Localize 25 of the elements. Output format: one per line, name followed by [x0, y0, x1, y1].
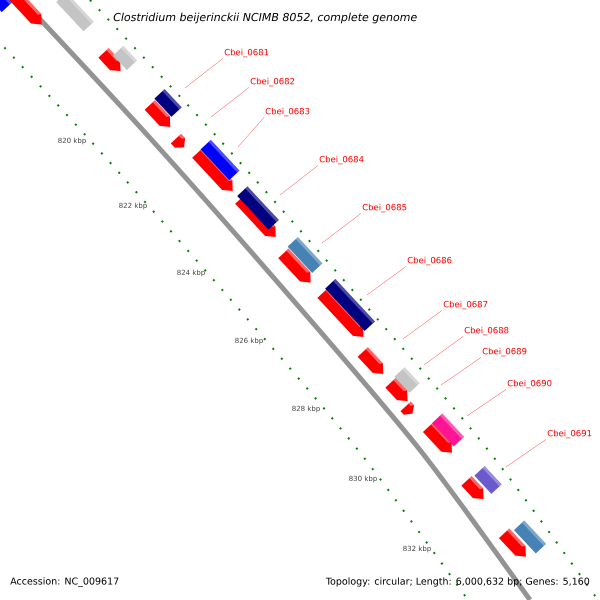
- leader-line: [280, 165, 318, 196]
- leader-line: [238, 117, 264, 148]
- leader-line: [366, 266, 406, 296]
- gene-label: Cbei_0686: [408, 256, 452, 266]
- leader-line: [402, 310, 442, 340]
- gene-label: Cbei_0685: [362, 204, 406, 212]
- chart-title: Clostridium beijerinckii NCIMB 8052, complete genome: [114, 12, 417, 24]
- gene-label: Cbei_0681: [224, 48, 268, 58]
- gene-label: Cbei_0687: [444, 300, 488, 310]
- accession-text: Accession: NC_009617: [10, 577, 118, 587]
- leader-line: [424, 336, 464, 366]
- gene-label: Cbei_0688: [464, 326, 508, 336]
- leader-line: [466, 389, 506, 416]
- genome-info-text: Topology: circular; Length: 6,000,632 bp; Genes: 5,160: [326, 577, 590, 587]
- gene-label: Cbei_0684: [320, 156, 364, 164]
- gene-label: Cbei_0689: [482, 348, 526, 356]
- gene-label: Cbei_0682: [250, 78, 294, 86]
- leader-line: [210, 87, 250, 118]
- leader-line: [506, 439, 546, 468]
- leader-line: [322, 213, 362, 244]
- leader-line: [184, 58, 224, 88]
- gene-label: Cbei_0691: [548, 430, 592, 438]
- leader-line: [440, 357, 482, 386]
- gene-label: Cbei_0690: [508, 380, 552, 388]
- gene-label: Cbei_0683: [266, 108, 310, 116]
